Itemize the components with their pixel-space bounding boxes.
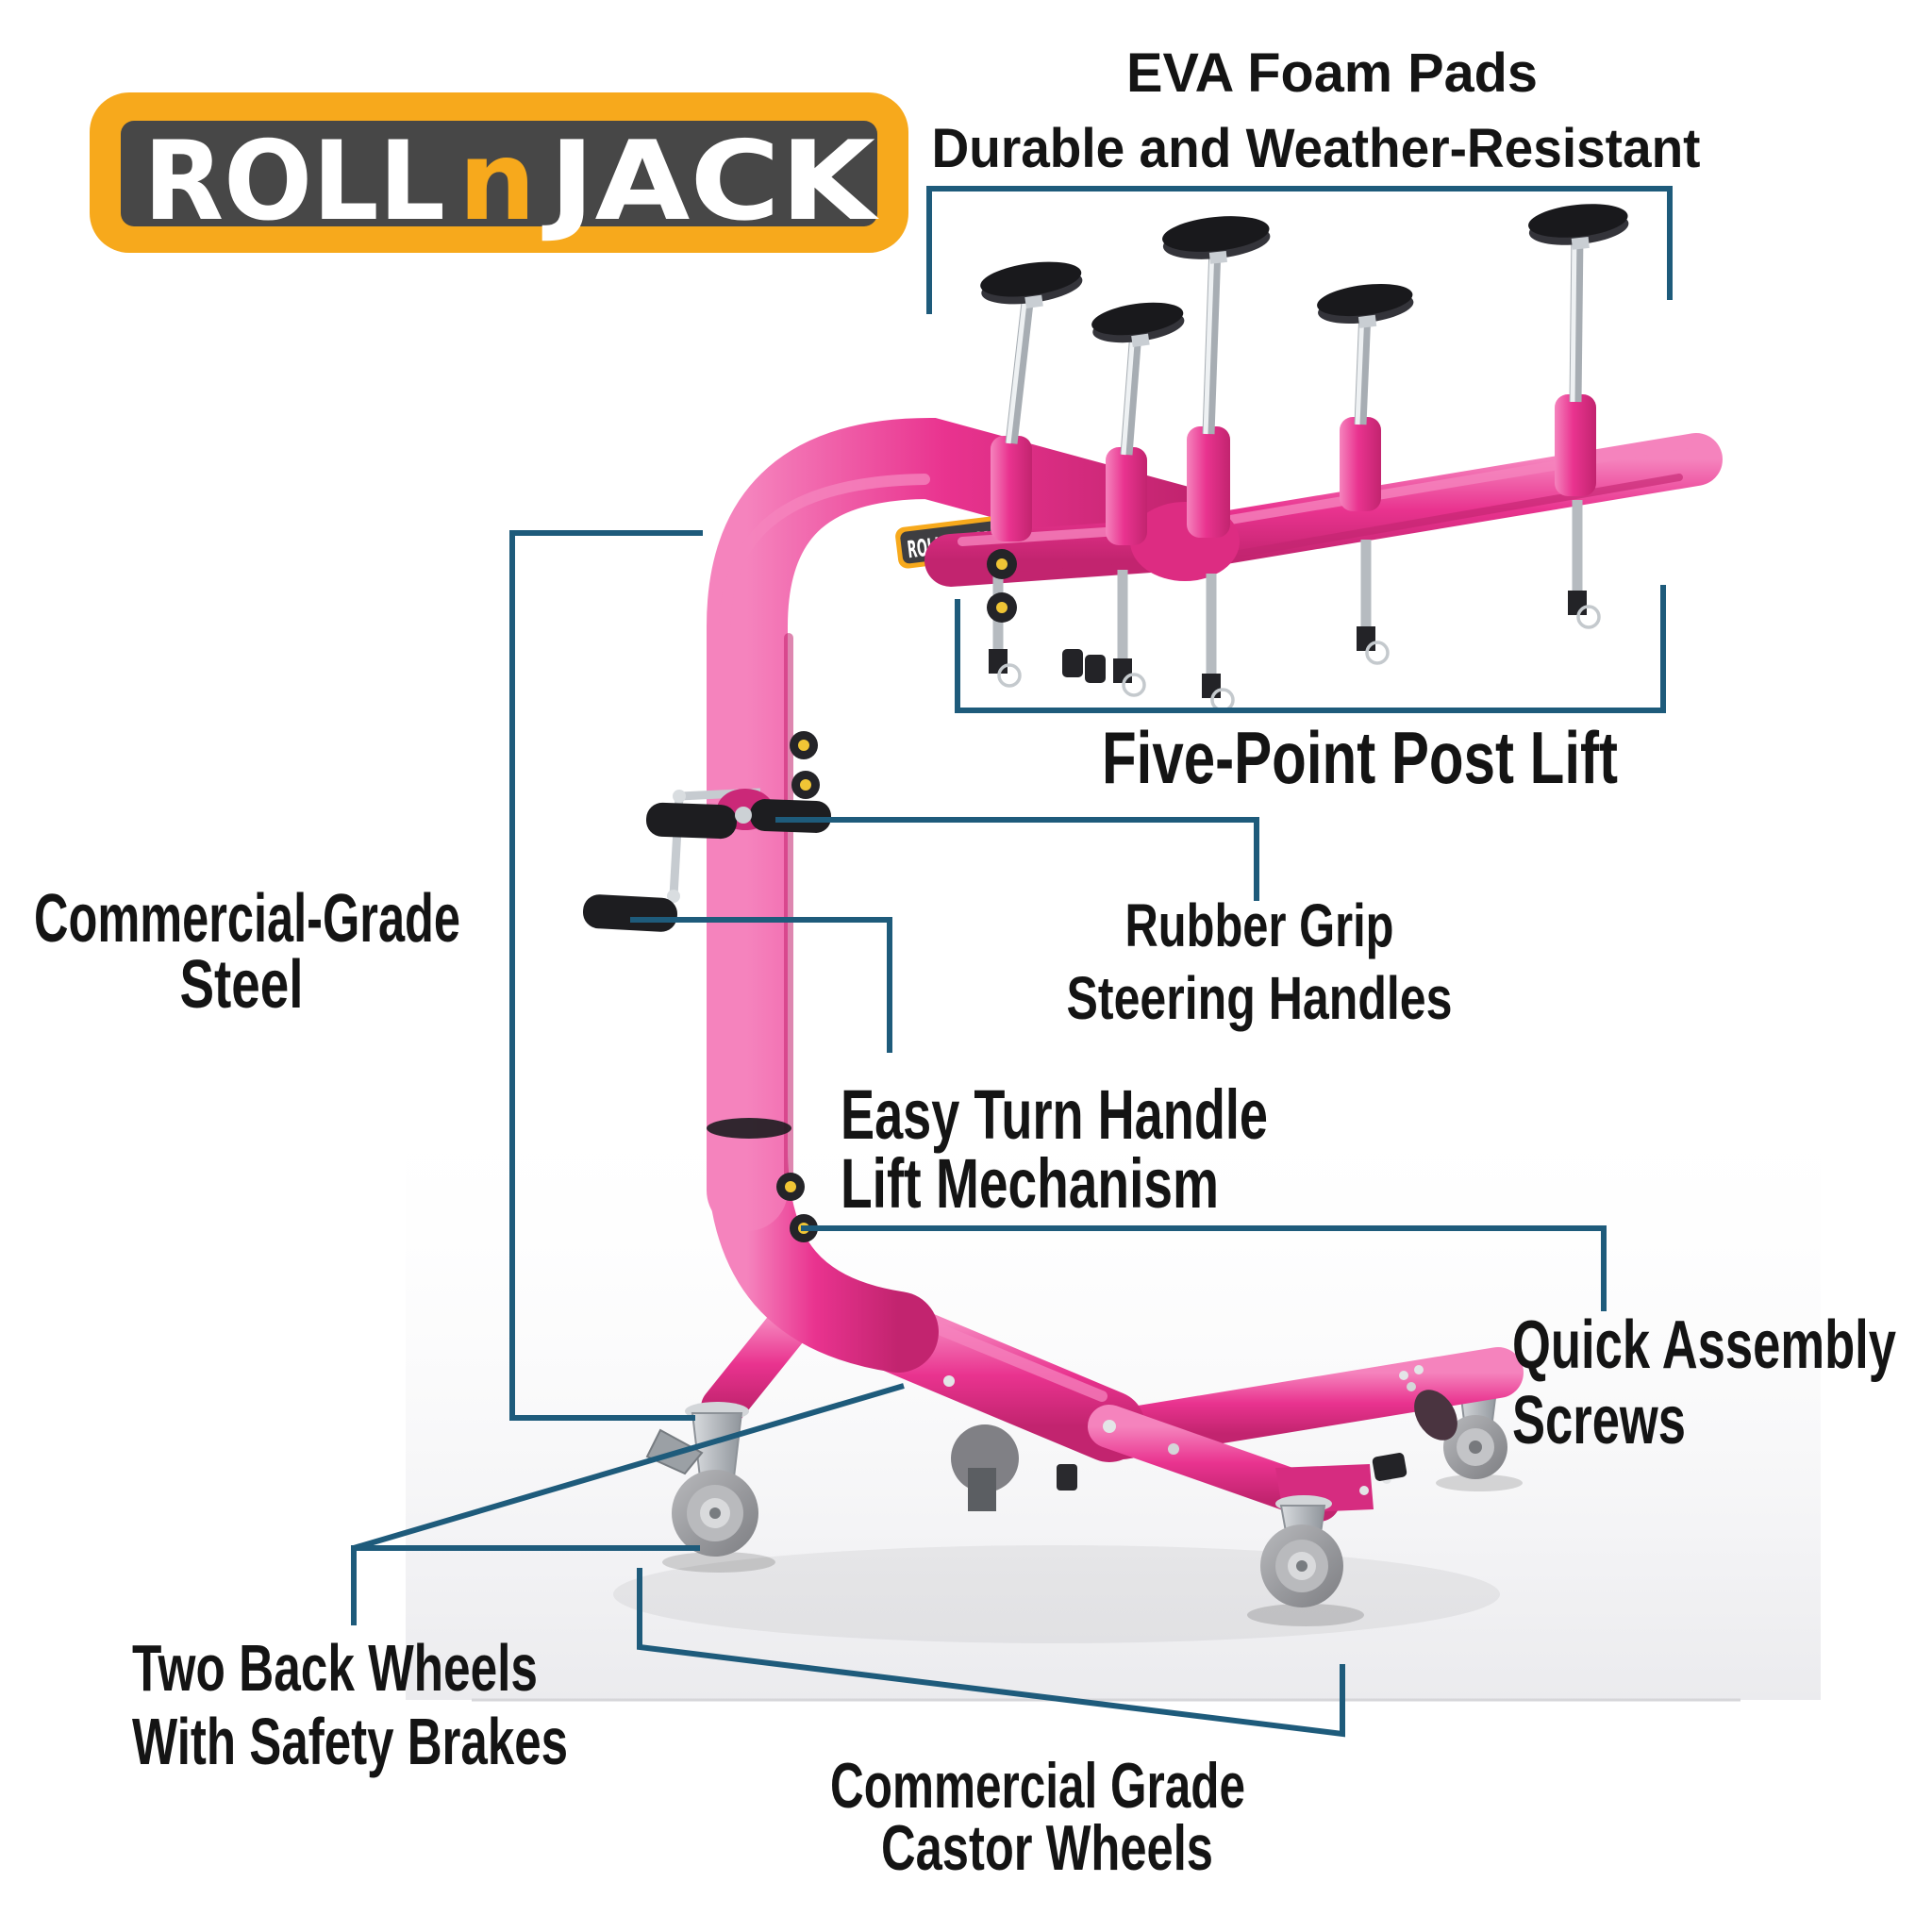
castor-wheel-front (1247, 1495, 1364, 1626)
screw (1399, 1371, 1408, 1380)
callout-line-two-back-wheels (351, 1383, 905, 1625)
crank-and-handles (582, 788, 832, 932)
rubber-grip-label-line1: Rubber Grip (1125, 891, 1394, 959)
chrome-post (1569, 233, 1584, 403)
rear-left-leg-tube (701, 1299, 814, 1429)
castor-wheels-label-line1: Commercial Grade (830, 1750, 1245, 1822)
screw (1407, 1382, 1416, 1391)
post-stub (989, 566, 1022, 688)
hidden-castor (951, 1424, 1019, 1511)
assembly-knob (776, 1173, 805, 1201)
assembly-knob (790, 731, 818, 759)
post-sleeve (991, 436, 1032, 541)
callout-line-five-point-post-lift (955, 585, 1666, 713)
callout-line-commercial-grade-steel (509, 530, 703, 1421)
logo-text-jack: JACK (541, 118, 879, 245)
assembly-knob (987, 592, 1017, 623)
column-tube (707, 417, 1227, 1231)
post-stub (1113, 570, 1146, 697)
back-wheel-left (645, 1402, 775, 1573)
base-clamp-knob (1057, 1464, 1077, 1491)
assembly-knobs (776, 549, 1017, 1242)
crank-joint (673, 790, 686, 803)
two-back-wheels-label-line2: With Safety Brakes (132, 1705, 568, 1778)
commercial-grade-steel-label-line1: Commercial-Grade (34, 881, 460, 957)
quick-assembly-screws-label-line1: Quick Assembly (1512, 1307, 1896, 1383)
wheel-axle (1469, 1441, 1482, 1454)
callout-line-quick-assembly-screws (801, 1225, 1607, 1311)
screw (1103, 1420, 1116, 1433)
assembly-knob (987, 549, 1017, 579)
steering-handle-grip-right (749, 799, 832, 833)
easy-turn-handle-label-line1: Easy Turn Handle (841, 1075, 1268, 1154)
commercial-grade-steel-label-line2: Steel (180, 947, 304, 1023)
chrome-post (1202, 246, 1222, 435)
chrome-post (1354, 310, 1372, 425)
lower-post-stubs (989, 500, 1601, 712)
arm-clamp-knob (1062, 649, 1083, 677)
crank-joint (667, 890, 680, 903)
callout-lines (351, 186, 1673, 1738)
foam-pad-3 (1162, 216, 1271, 264)
wheel-axle (709, 1507, 721, 1519)
eva-foam-pads-label-line2: Durable and Weather-Resistant (932, 118, 1701, 179)
chrome-post (1005, 293, 1035, 444)
rubber-grip-label-line2: Steering Handles (1067, 964, 1453, 1032)
callout-line-easy-turn-handle (630, 917, 892, 1053)
crank-handle-grip (582, 894, 678, 932)
eva-foam-pads (980, 204, 1629, 347)
foam-pad-5 (1528, 204, 1629, 250)
quick-assembly-screws-label-line2: Screws (1512, 1383, 1686, 1458)
column-highlight (719, 474, 930, 1191)
eva-foam-pads-label-line1: EVA Foam Pads (1126, 42, 1538, 104)
foam-pad-2 (1091, 302, 1185, 347)
post-sleeve (1340, 417, 1381, 511)
castor-fork (968, 1468, 996, 1511)
logo-text-n: n (458, 118, 536, 245)
foam-pad-4 (1317, 283, 1414, 328)
base-clamp-knob (1372, 1453, 1407, 1481)
post-stub (1568, 500, 1601, 629)
rear-right-leg (1097, 1347, 1524, 1491)
arm-clamp-knob (1085, 655, 1106, 683)
callout-line-eva-foam-pads (926, 186, 1673, 314)
post-stub (1202, 574, 1235, 712)
callout-line-rubber-grip (775, 817, 1259, 901)
two-back-wheels-label-line1: Two Back Wheels (132, 1631, 538, 1705)
wheel-shadow (1436, 1474, 1523, 1491)
assembly-knob (791, 771, 820, 799)
steering-handle-grip-left (645, 802, 738, 840)
post-sleeve (1555, 394, 1596, 496)
screw (1414, 1365, 1424, 1374)
callout-line-castor-wheels (637, 1568, 1345, 1738)
chrome-post (1120, 331, 1142, 456)
post-stub (1357, 540, 1390, 665)
wheel-shadow (662, 1552, 775, 1573)
logo-text-roll: ROLL (143, 118, 445, 245)
wheel-shadow (1247, 1604, 1364, 1626)
screw (943, 1375, 955, 1387)
castor-wheels-label-line2: Castor Wheels (881, 1812, 1213, 1884)
rear-right-leg-tube (1097, 1347, 1524, 1459)
post-sleeves (991, 394, 1596, 545)
logo-panel (121, 121, 877, 226)
lift-posts (1005, 233, 1584, 456)
easy-turn-handle-label-line2: Lift Mechanism (841, 1144, 1219, 1223)
feature-labels: EVA Foam Pads Durable and Weather-Resist… (34, 42, 1896, 1884)
tube-open-end (1414, 1390, 1457, 1441)
post-sleeve (1106, 447, 1147, 545)
rollnjack-lift-illustration: ROLLnJACK (582, 204, 1723, 1626)
foam-pad-1 (980, 261, 1083, 308)
post-sleeve (1187, 426, 1230, 538)
wheel-axle (1296, 1560, 1307, 1572)
screw (1359, 1486, 1369, 1495)
handle-ring (735, 807, 752, 824)
main-column (707, 417, 1227, 1373)
column-band (707, 1118, 791, 1139)
five-point-post-lift-label: Five-Point Post Lift (1102, 716, 1618, 799)
screw (1168, 1443, 1179, 1455)
